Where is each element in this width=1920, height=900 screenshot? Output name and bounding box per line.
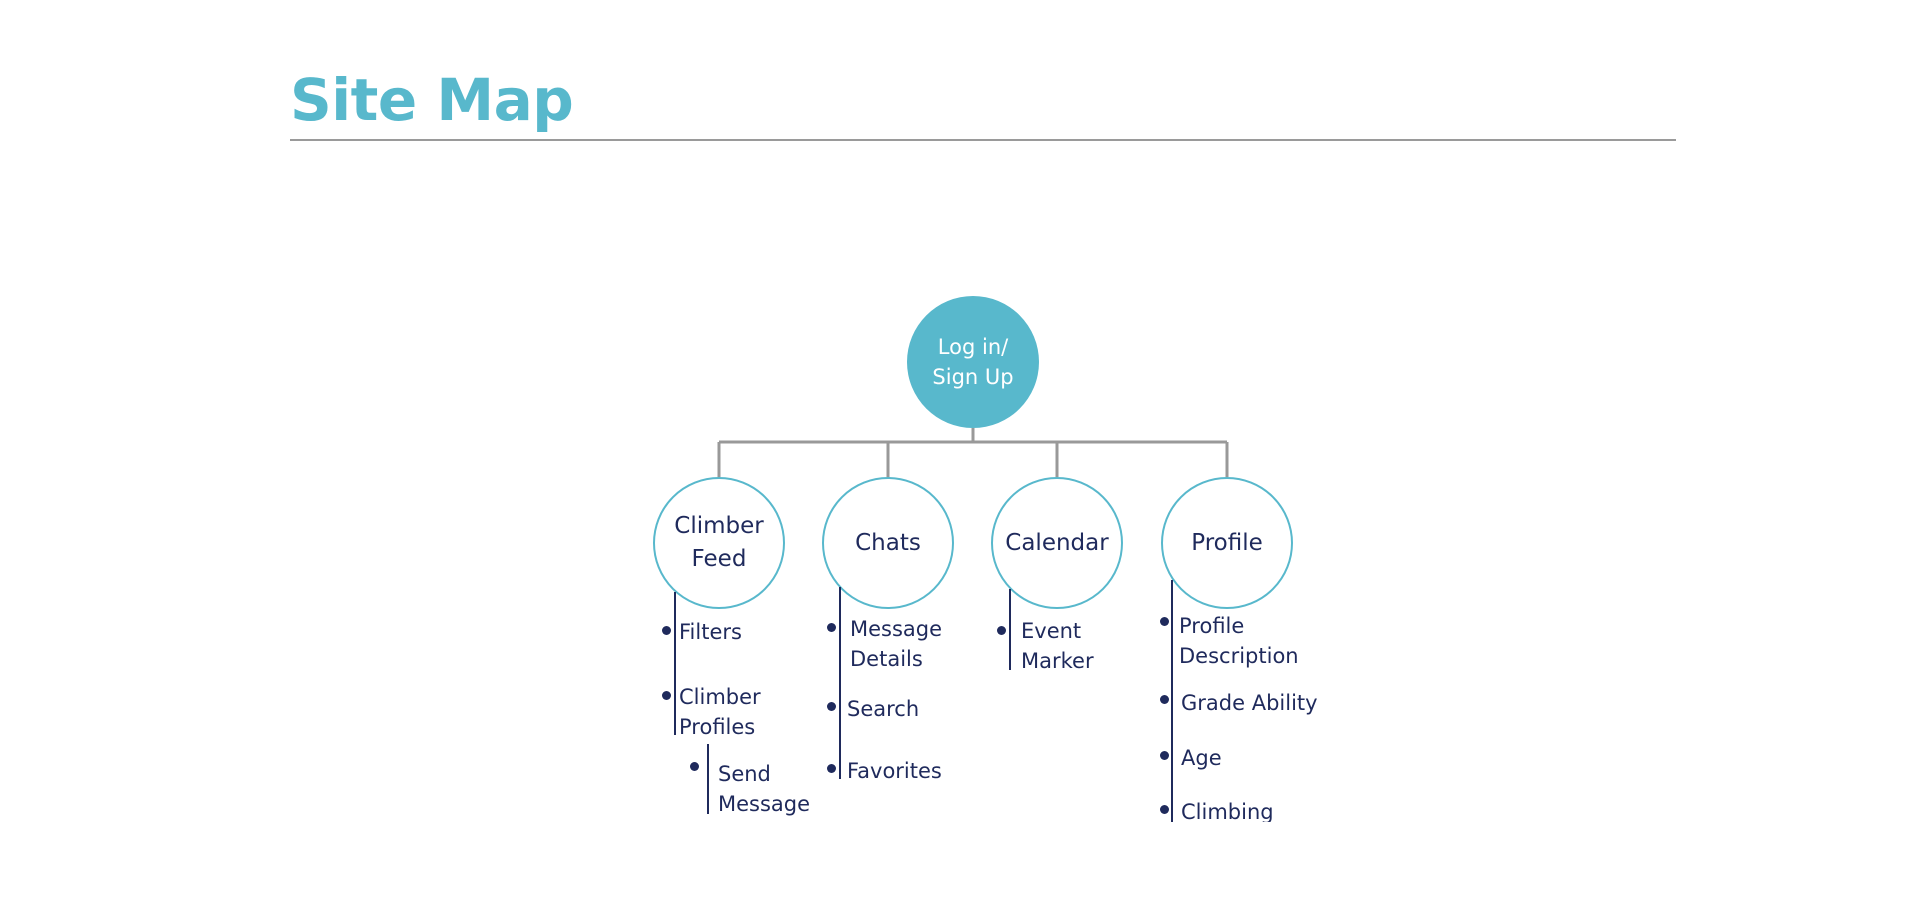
node-climber-feed: Climber Feed: [653, 477, 785, 609]
title-divider: [290, 139, 1676, 141]
list-item-favorites: Favorites: [847, 759, 942, 783]
climber-feed-list-line: [674, 592, 676, 735]
node-chats-label: Chats: [855, 529, 921, 556]
list-item-climber-profiles: Climber Profiles: [679, 685, 761, 739]
node-climber-feed-label: Climber Feed: [674, 513, 764, 572]
list-item-profile-description: Profile Description: [1179, 614, 1299, 668]
bullet-search: [827, 702, 836, 711]
bullet-age: [1160, 751, 1169, 760]
list-item-age: Age: [1181, 746, 1222, 770]
bullet-profile-description: [1160, 617, 1169, 626]
page-title: Site Map: [290, 66, 574, 134]
bullet-climber-profiles: [662, 691, 671, 700]
chats-list-line: [839, 587, 841, 779]
node-profile: Profile: [1161, 477, 1293, 609]
list-item-send-message: Send Message: [718, 762, 811, 816]
bullet-message-details: [827, 623, 836, 632]
climber-profiles-sublist-line: [707, 744, 709, 814]
bullet-favorites: [827, 764, 836, 773]
bullet-event-marker: [997, 626, 1006, 635]
list-item-search: Search: [847, 697, 920, 721]
node-login-signup-label: Log in/ Sign Up: [932, 335, 1014, 389]
climbing-clip-region: Climbing: [1181, 797, 1381, 822]
list-item-message-details: Message Details: [850, 617, 943, 671]
node-profile-label: Profile: [1191, 529, 1263, 556]
profile-list-line: [1171, 580, 1173, 822]
list-item-event-marker: Event Marker: [1021, 619, 1094, 673]
bullet-send-message: [690, 762, 699, 771]
bullet-climbing: [1160, 805, 1169, 814]
list-item-filters: Filters: [679, 620, 742, 644]
node-login-signup: Log in/ Sign Up: [907, 296, 1039, 428]
node-calendar-label: Calendar: [1005, 529, 1109, 556]
bullet-filters: [662, 626, 671, 635]
node-calendar: Calendar: [991, 477, 1123, 609]
list-item-grade-ability: Grade Ability: [1181, 691, 1318, 715]
calendar-list-line: [1009, 589, 1011, 670]
list-item-climbing: Climbing: [1181, 800, 1274, 822]
bullet-grade-ability: [1160, 695, 1169, 704]
node-chats: Chats: [822, 477, 954, 609]
